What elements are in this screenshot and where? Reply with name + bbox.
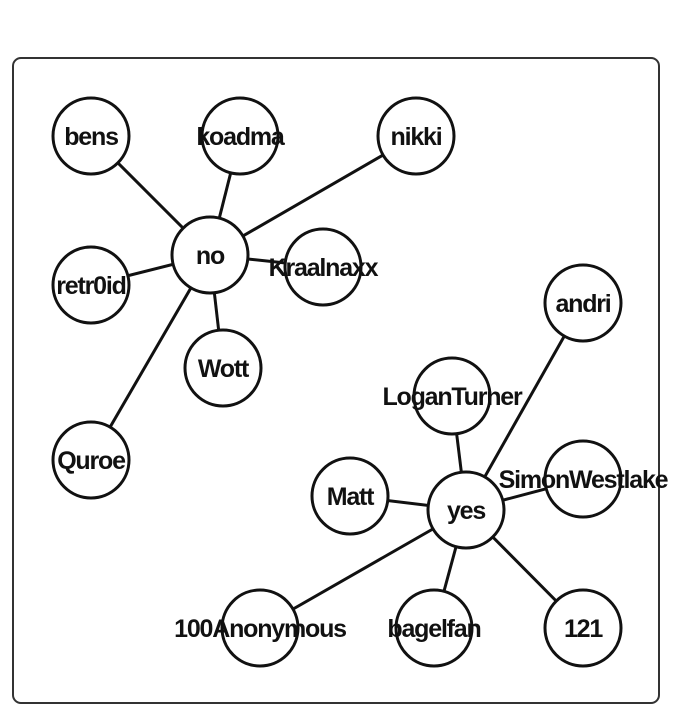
node-label: retr0id xyxy=(56,272,125,300)
node-andri[interactable]: andri xyxy=(543,263,623,343)
node-circle xyxy=(200,96,280,176)
node-label: nikki xyxy=(391,123,442,151)
node-circle xyxy=(170,215,250,295)
node-circle xyxy=(51,96,131,176)
node-label: Quroe xyxy=(57,447,126,475)
node-label: Wott xyxy=(198,355,250,383)
edge-yes-100anonymous xyxy=(259,508,467,630)
node-label: Matt xyxy=(327,483,375,511)
edge-no-nikki xyxy=(209,134,417,257)
node-121[interactable]: 121 xyxy=(543,588,623,668)
node-koadma[interactable]: koadma xyxy=(196,96,287,176)
edge-no-quroe xyxy=(89,254,212,461)
node-bagelfan[interactable]: bagelfan xyxy=(387,588,482,668)
node-loganturner[interactable]: LoganTurner xyxy=(382,356,524,436)
node-label: 100Anonymous xyxy=(174,615,346,643)
node-label: andri xyxy=(555,290,610,318)
node-kraalnaxx[interactable]: Kraalnaxx xyxy=(269,227,380,307)
node-circle xyxy=(283,227,363,307)
node-quroe[interactable]: Quroe xyxy=(51,420,131,500)
node-label: LoganTurner xyxy=(382,383,523,411)
node-circle xyxy=(543,439,623,519)
node-circle xyxy=(394,588,474,668)
node-circle xyxy=(51,420,131,500)
node-nikki[interactable]: nikki xyxy=(376,96,456,176)
node-label: koadma xyxy=(196,123,286,151)
node-label: bagelfan xyxy=(387,615,480,643)
node-label: bens xyxy=(64,123,118,151)
edge-yes-andri xyxy=(464,302,585,511)
node-label: no xyxy=(196,242,225,270)
node-layer: no yes bens koadma nikki retr0id KraalnaxxWott… xyxy=(51,96,670,668)
node-circle xyxy=(183,328,263,408)
node-circle xyxy=(51,245,131,325)
node-circle xyxy=(426,470,506,550)
node-label: yes xyxy=(447,497,485,525)
node-circle xyxy=(412,356,492,436)
node-retr0id[interactable]: retr0id xyxy=(51,245,131,325)
node-matt[interactable]: Matt xyxy=(310,456,390,536)
node-simonwestlake[interactable]: SimonWestlake xyxy=(499,439,670,519)
node-yes[interactable]: yes xyxy=(426,470,506,550)
node-circle xyxy=(376,96,456,176)
node-circle xyxy=(220,588,300,668)
node-wott[interactable]: Wott xyxy=(183,328,263,408)
node-circle xyxy=(543,263,623,343)
node-label: Kraalnaxx xyxy=(269,254,379,282)
node-label: 121 xyxy=(564,615,603,643)
node-circle xyxy=(543,588,623,668)
node-circle xyxy=(310,456,390,536)
node-bens[interactable]: bens xyxy=(51,96,131,176)
node-no[interactable]: no xyxy=(170,215,250,295)
node-100anonymous[interactable]: 100Anonymous xyxy=(174,588,347,668)
node-label: SimonWestlake xyxy=(499,466,669,494)
